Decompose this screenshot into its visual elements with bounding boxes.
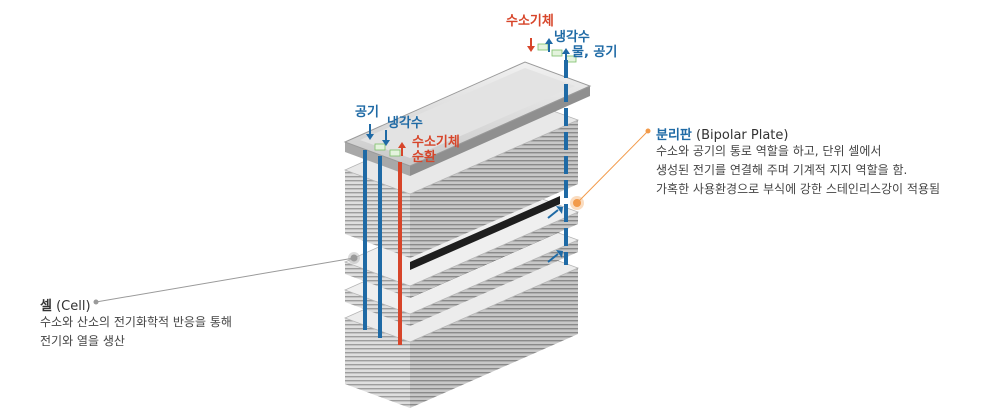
flow-arrows <box>366 38 570 263</box>
cell-title: 셀 (Cell) <box>40 295 91 314</box>
bipolar-title-strong: 분리판 <box>656 128 692 143</box>
cell-desc-line: 수소와 산소의 전기화학적 반응을 통해 <box>40 315 232 329</box>
label-coolant-top: 냉각수 <box>554 30 590 45</box>
end-plate <box>343 43 592 176</box>
cell-description: 수소와 산소의 전기화학적 반응을 통해 전기와 열을 생산 <box>40 313 232 351</box>
label-hydrogen-top: 수소기체 <box>506 14 554 29</box>
cell-title-strong: 셀 <box>40 299 52 314</box>
bipolar-desc-line: 수소와 공기의 통로 역할을 하고, 단위 셀에서 <box>656 144 882 158</box>
bipolar-title-rest: (Bipolar Plate) <box>691 128 789 143</box>
bipolar-desc-line: 가혹한 사용환경으로 부식에 강한 스테인리스강이 적용됨 <box>656 182 941 196</box>
label-coolant-left: 냉각수 <box>387 116 423 131</box>
middle-plates <box>343 187 580 326</box>
bipolar-title: 분리판 (Bipolar Plate) <box>656 124 788 143</box>
manifold-pipes <box>363 60 568 345</box>
label-hydrogen-left-2: 순환 <box>412 150 436 165</box>
cell-title-rest: (Cell) <box>51 299 91 314</box>
cell-desc-line: 전기와 열을 생산 <box>40 334 125 348</box>
label-air: 공기 <box>355 105 379 120</box>
bipolar-description: 수소와 공기의 통로 역할을 하고, 단위 셀에서 생성된 전기를 연결해 주며… <box>656 142 940 199</box>
cell-callout-connector <box>93 252 360 305</box>
bipolar-desc-line: 생성된 전기를 연결해 주며 기계적 지지 역할을 함. <box>656 163 908 177</box>
label-water-air: 물, 공기 <box>572 45 618 60</box>
bipolar-callout-connector <box>570 128 651 210</box>
label-hydrogen-left-1: 수소기체 <box>412 135 460 150</box>
